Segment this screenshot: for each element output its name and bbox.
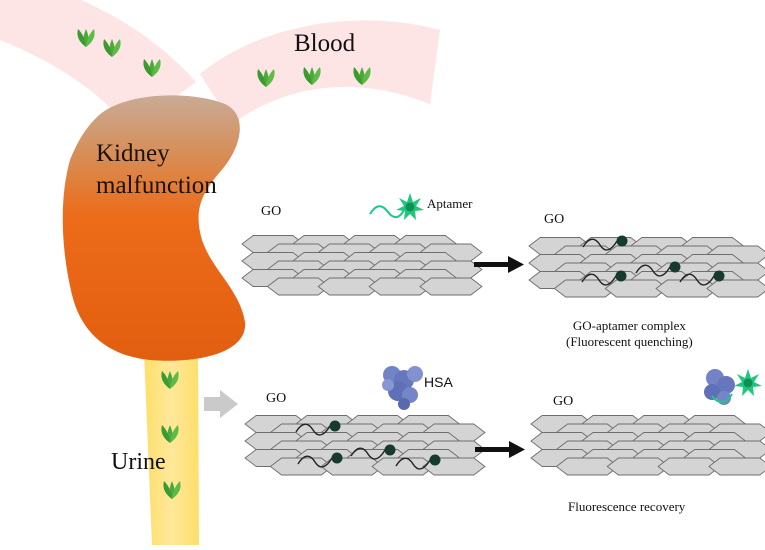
complex-caption: GO-aptamer complex (Fluorescent quenchin… bbox=[566, 318, 693, 350]
complex-caption-line-1: GO-aptamer complex bbox=[572, 318, 686, 333]
urine-tube bbox=[144, 352, 199, 545]
aptamer-label: Aptamer bbox=[427, 196, 473, 211]
aptamer-strand-icon bbox=[369, 205, 405, 218]
go-label-3: GO bbox=[266, 391, 287, 406]
urine-sampling-arrow bbox=[204, 390, 238, 418]
hsa-protein-icon bbox=[382, 366, 423, 410]
graphene-hexagon bbox=[708, 457, 765, 476]
go-label-4: GO bbox=[553, 394, 574, 409]
graphene-sheet-4 bbox=[530, 415, 765, 476]
kidney-label: Kidney malfunction bbox=[96, 138, 217, 202]
urine-label: Urine bbox=[111, 449, 166, 475]
kidney-label-line-2: malfunction bbox=[96, 172, 217, 199]
kidney-shape bbox=[62, 95, 246, 361]
complex-caption-line-2: (Fluorescent quenching) bbox=[566, 334, 693, 349]
hsa-label: HSA bbox=[424, 374, 453, 390]
graphene-sheet-1 bbox=[241, 235, 483, 296]
process-arrow-top bbox=[474, 256, 524, 273]
recovery-caption: Fluorescence recovery bbox=[568, 499, 686, 514]
recovered-fluorophore-icon bbox=[734, 369, 762, 396]
graphene-hexagon bbox=[706, 279, 765, 298]
graphene-hexagon bbox=[419, 277, 483, 296]
process-arrow-bottom bbox=[475, 441, 525, 458]
kidney-label-line-1: Kidney bbox=[96, 140, 170, 167]
hsa-aptamer-complex-icon bbox=[704, 369, 735, 405]
blood-label: Blood bbox=[294, 30, 356, 57]
graphene-sheet-3 bbox=[244, 415, 486, 476]
go-label-2: GO bbox=[544, 212, 565, 227]
go-label-1: GO bbox=[261, 204, 282, 219]
graphene-sheet-2 bbox=[528, 237, 765, 298]
